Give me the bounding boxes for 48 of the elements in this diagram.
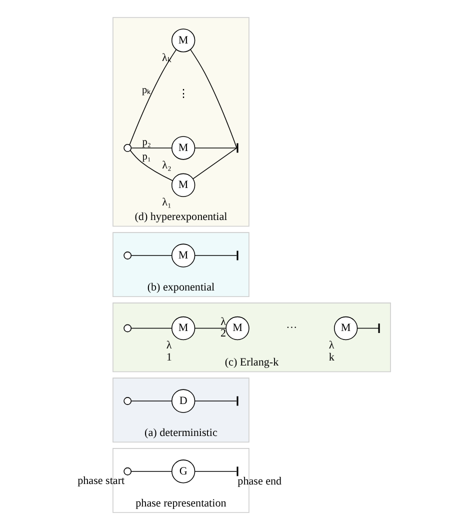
edge-label: p₁ — [142, 151, 150, 162]
node-bar — [236, 396, 238, 406]
node-label: 1 — [166, 351, 172, 364]
node-label: λ — [328, 340, 334, 352]
node-circle — [123, 467, 132, 476]
edge-label: pₖ — [141, 84, 151, 96]
node-label: λ — [220, 316, 226, 328]
node-label: k — [328, 351, 334, 364]
connector — [129, 150, 172, 182]
connector — [194, 328, 226, 329]
node-bar — [236, 143, 238, 153]
node-label: λ₁ — [162, 196, 171, 208]
label: ··· — [286, 322, 297, 334]
node-label: phase start — [77, 474, 124, 487]
node-circle — [123, 144, 132, 152]
connector — [194, 255, 237, 256]
connector — [356, 328, 378, 329]
node-circle: M — [333, 316, 358, 340]
connector — [130, 471, 172, 472]
node-bar — [378, 324, 380, 333]
connector — [194, 471, 237, 472]
node-bar — [236, 250, 238, 260]
node-label: phase end — [237, 476, 282, 488]
node-circle: M — [170, 173, 195, 197]
connector — [190, 49, 237, 148]
node-label: λ₂ — [162, 159, 171, 172]
node-circle: G — [170, 460, 195, 484]
edge-label: p₂ — [142, 137, 150, 148]
node-circle: D — [170, 389, 195, 413]
node-circle — [123, 397, 132, 405]
node-circle: M — [170, 136, 195, 160]
node-circle: M — [170, 316, 195, 340]
node-circle — [123, 324, 132, 332]
node-circle: M — [225, 316, 249, 340]
connector — [194, 400, 237, 402]
node-label: λₖ — [162, 52, 171, 64]
node-circle: M — [170, 244, 195, 268]
label: ⋮ — [177, 88, 188, 100]
connector — [130, 255, 172, 256]
connector — [192, 148, 237, 180]
connector — [130, 328, 172, 329]
node-label: 2 — [220, 328, 226, 340]
node-circle: M — [170, 28, 195, 52]
connector — [130, 400, 172, 402]
node-bar — [236, 466, 238, 476]
node-label: λ — [166, 340, 172, 352]
node-circle — [123, 252, 132, 260]
connector — [128, 49, 176, 146]
